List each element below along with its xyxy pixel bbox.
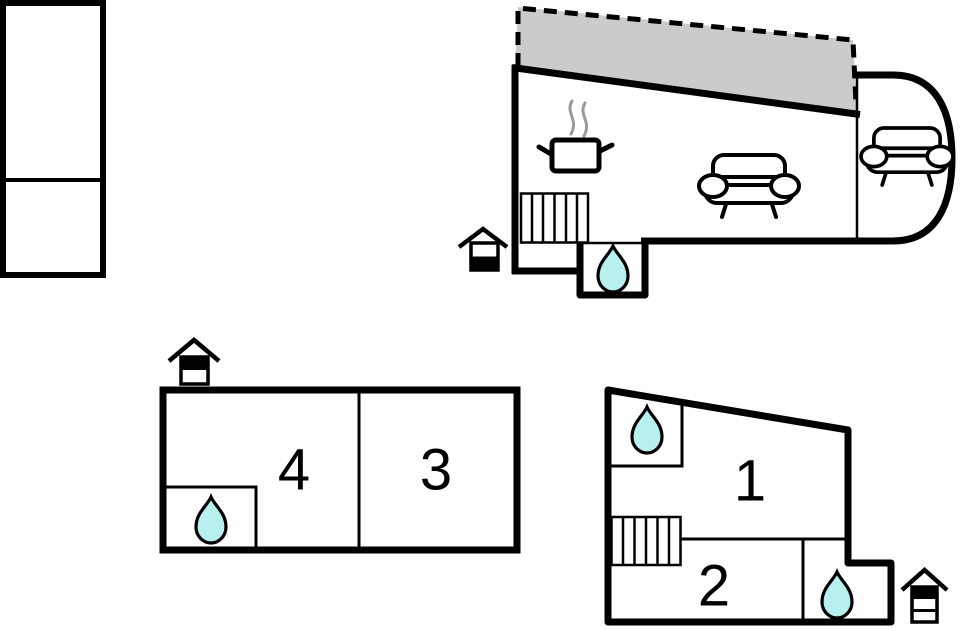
room-label-1: 1 (734, 449, 766, 514)
room-label-3: 3 (420, 438, 452, 503)
water-drop-shape (820, 568, 854, 620)
water-drop-icon (596, 242, 630, 294)
water-drop-icon (630, 403, 664, 455)
house-roof (167, 337, 221, 363)
house-entrance-icon (900, 566, 949, 624)
pot-handle-right (597, 142, 615, 154)
terrace-wall (511, 64, 861, 118)
ground-floor (457, 5, 956, 299)
house-door (181, 357, 208, 370)
room-label-2: 2 (698, 554, 730, 619)
water-drop-shape (596, 242, 630, 294)
water-drop-icon (194, 493, 228, 545)
cooking-pot-icon (536, 99, 615, 174)
outbuilding-outline (0, 0, 106, 278)
stairs-icon (610, 515, 682, 567)
house-entrance-icon (167, 337, 221, 386)
house-roof (457, 226, 509, 249)
steam-icon (581, 101, 589, 138)
stair-treads (621, 517, 671, 565)
house-door (471, 256, 498, 270)
house-door (912, 587, 937, 599)
water-drop-shape (630, 403, 664, 455)
terrace-dashed-border (515, 5, 859, 105)
pot-body (549, 137, 602, 174)
house-entrance-icon (457, 226, 509, 272)
bathroom-exterior-wall (576, 240, 649, 299)
steam-icon (568, 99, 576, 136)
room-label-4: 4 (278, 438, 310, 503)
water-drop-shape (194, 493, 228, 545)
outbuilding (0, 0, 106, 278)
terrace-area (515, 7, 857, 116)
stair-treads (530, 193, 579, 243)
upper-floor: 1 2 (604, 386, 949, 626)
stairs-icon (519, 192, 590, 244)
bathroom-interior-wall (164, 485, 258, 549)
bathroom-interior-wall (610, 402, 684, 468)
bedroom-wing: 4 3 (159, 337, 521, 554)
house-roof (900, 566, 949, 592)
water-drop-icon (820, 568, 854, 620)
pot-handle-left (536, 144, 554, 157)
